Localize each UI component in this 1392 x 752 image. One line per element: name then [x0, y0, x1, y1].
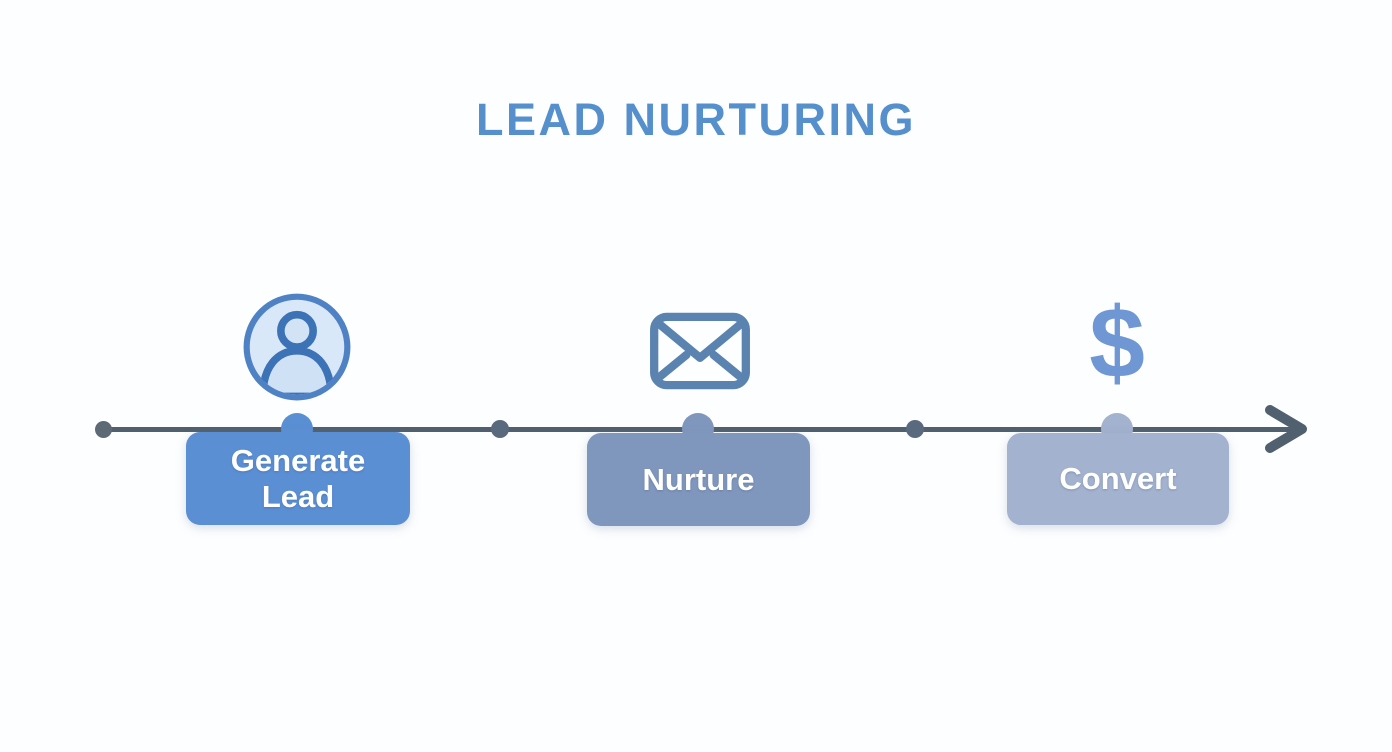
person-icon	[243, 293, 351, 401]
page-title: LEAD NURTURING	[476, 94, 916, 145]
stage-box-nurture: Nurture	[587, 433, 810, 526]
email-icon	[650, 312, 750, 390]
stage-label-line: Generate	[230, 442, 366, 478]
stage-label-line: Convert	[1059, 461, 1177, 497]
timeline-mid-dot	[906, 420, 924, 438]
timeline-start-dot	[95, 421, 112, 438]
timeline-mid-dot	[491, 420, 509, 438]
stage-label-line: Lead	[261, 478, 335, 514]
right-arrowhead-icon	[1265, 405, 1307, 453]
stage-label-line: Nurture	[642, 461, 755, 497]
dollar-icon: $	[1089, 287, 1145, 399]
stage-box-convert: Convert	[1007, 433, 1229, 525]
stage-box-generate-lead: Generate Lead	[186, 432, 410, 525]
